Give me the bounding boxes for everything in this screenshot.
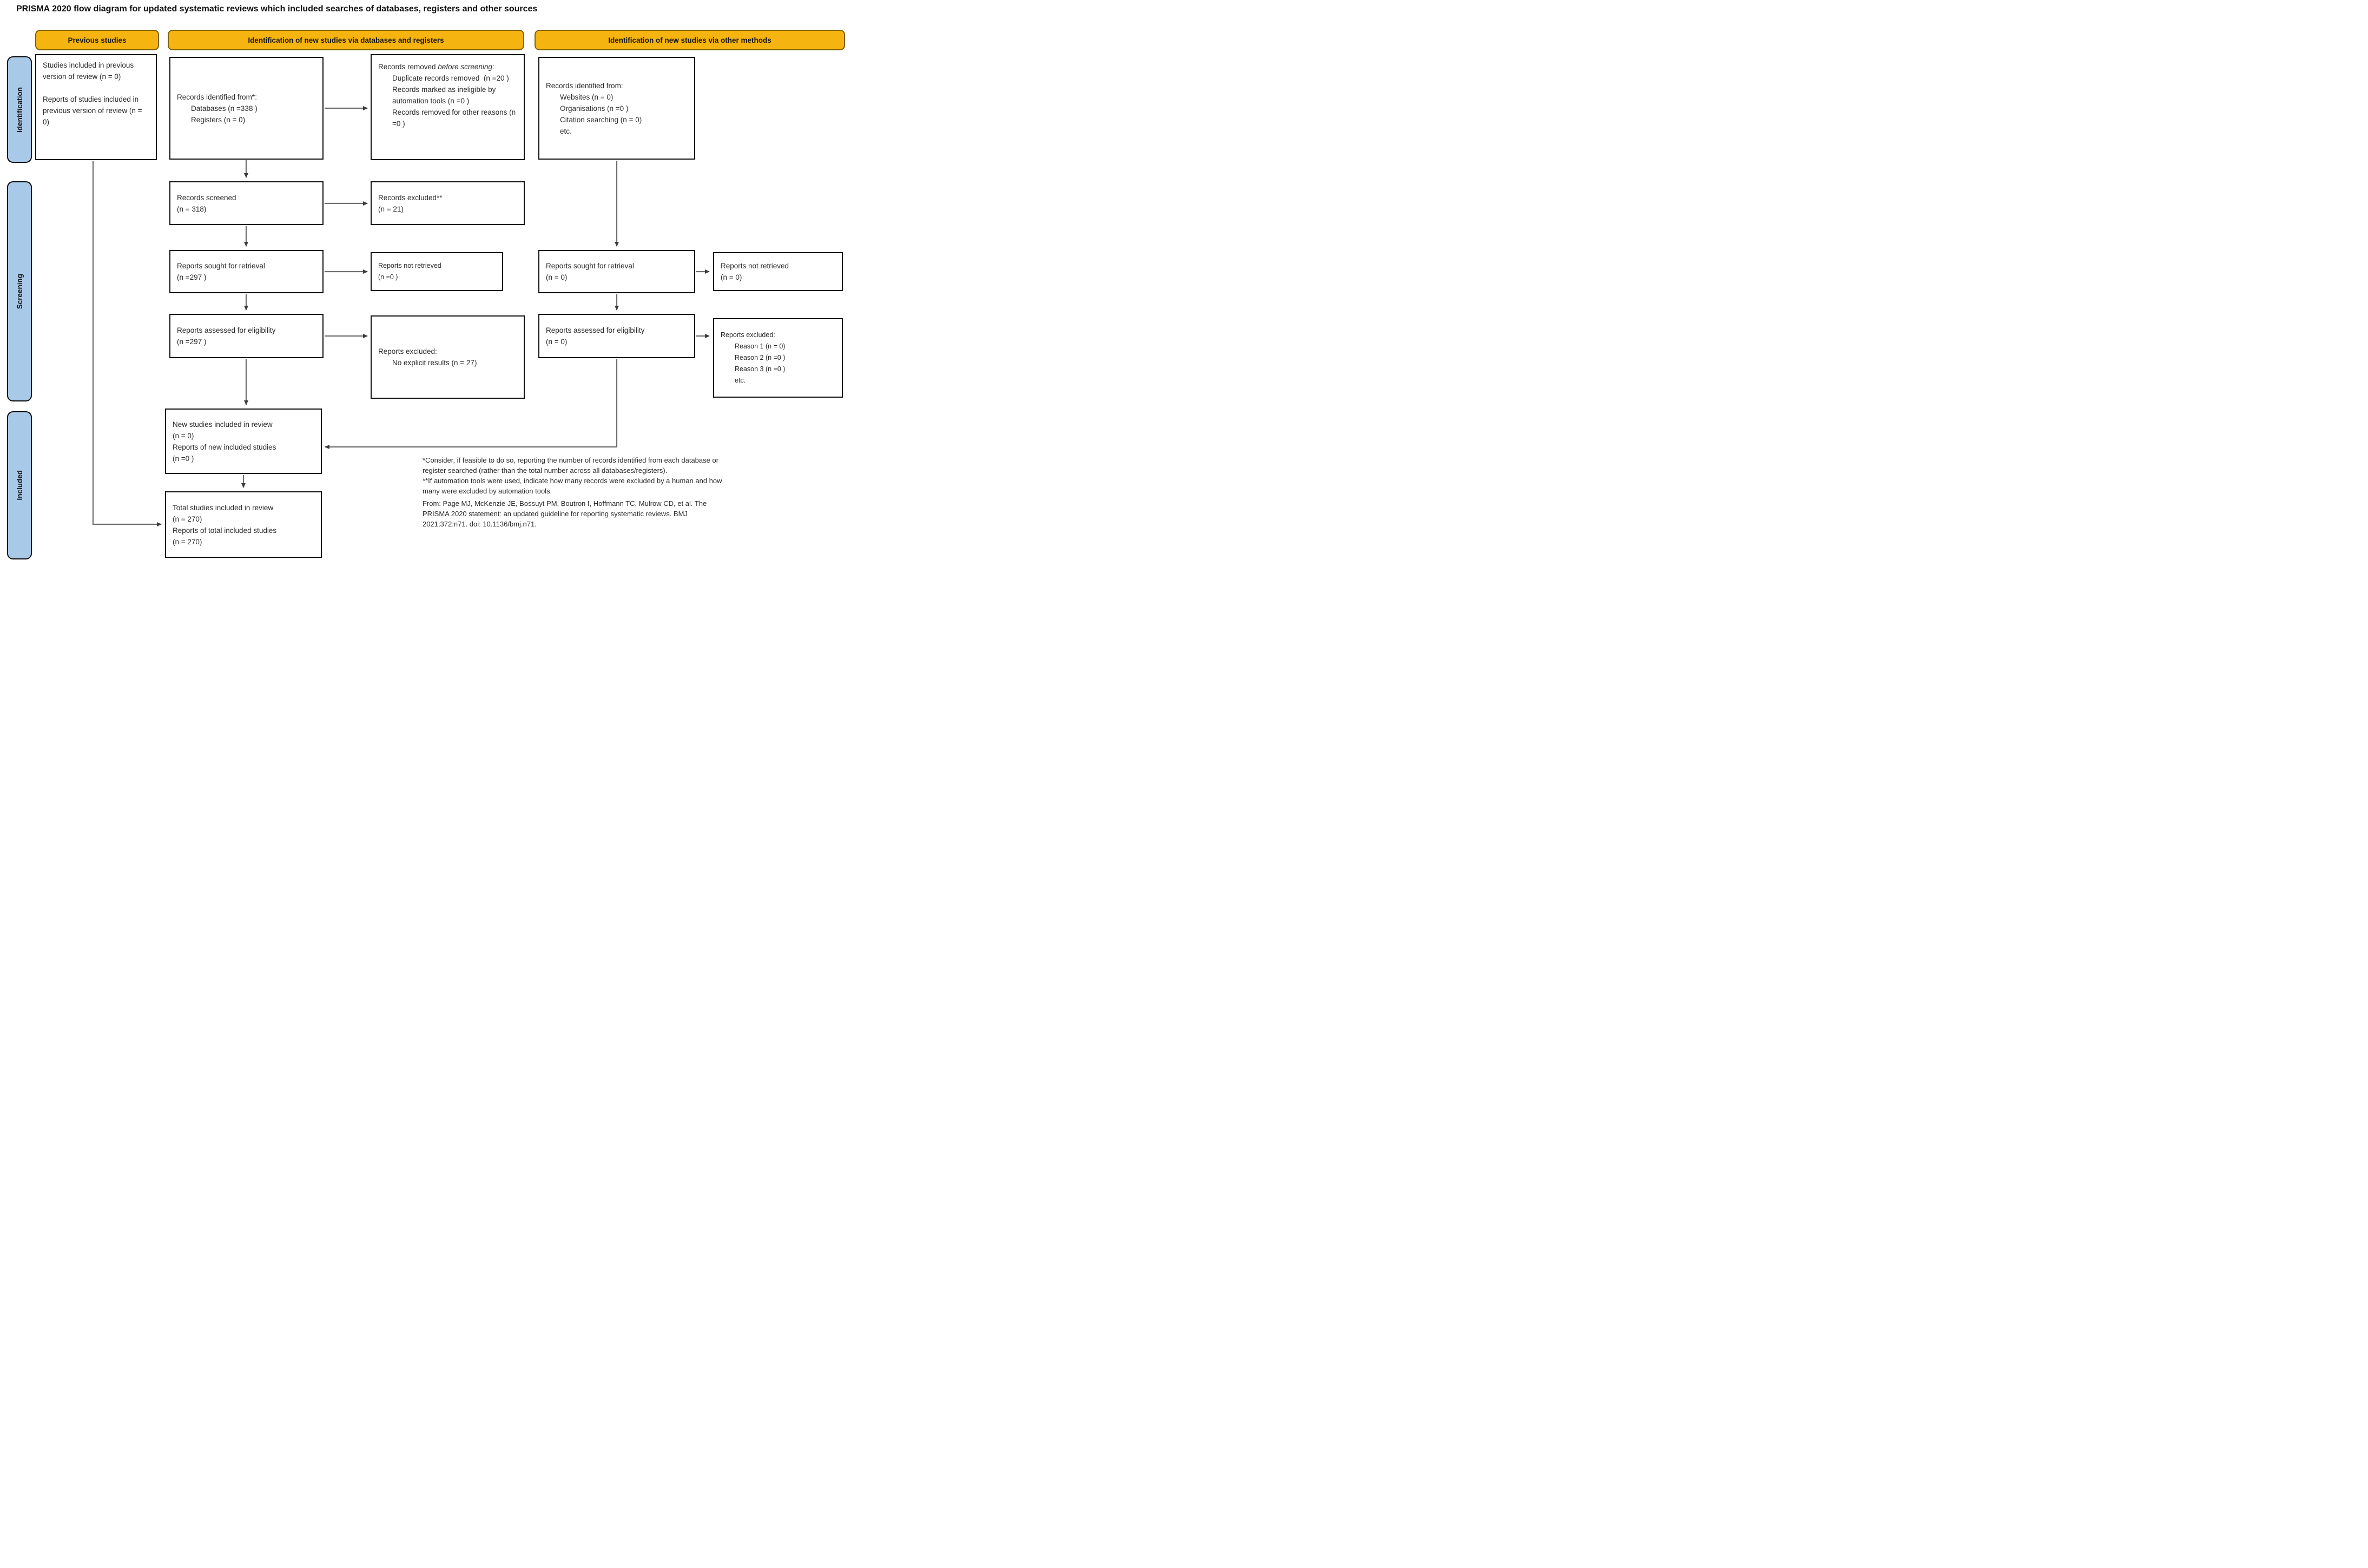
text-line: (n =0 ) [173,454,194,463]
text-line: (n = 0) [721,273,742,281]
text-line: Reports of studies included in previous … [43,95,144,126]
footnote-double-asterisk: **If automation tools were used, indicat… [423,477,722,495]
text-line: Registers (n = 0) [191,115,246,124]
box-records-screened: Records screened (n = 318) [169,181,324,225]
prisma-flow-diagram: PRISMA 2020 flow diagram for updated sys… [0,0,847,563]
box-reports-sought-other: Reports sought for retrieval (n = 0) [538,250,695,293]
text-line: Reports not retrieved [378,262,441,269]
text-line: etc. [560,127,572,135]
text-line: Reports excluded: [721,331,775,339]
text-line: (n =0 ) [378,273,398,281]
text-line: Reports sought for retrieval [177,262,265,270]
text-line: Reason 3 (n =0 ) [735,365,786,373]
text-line: (n = 0) [173,431,194,440]
text-line: Reports assessed for eligibility [546,326,645,334]
text-line: Citation searching (n = 0) [560,115,642,124]
box-reports-excluded-other: Reports excluded: Reason 1 (n = 0) Reaso… [713,318,843,398]
text-line: Websites (n = 0) [560,93,614,101]
text-line: Reports of new included studies [173,443,276,451]
text-line: Records identified from*: [177,93,257,101]
box-total-studies-included: Total studies included in review (n = 27… [165,491,322,558]
text-line: New studies included in review [173,420,273,429]
box-records-excluded: Records excluded** (n = 21) [371,181,525,225]
text-line: (n = 0) [546,338,568,346]
box-records-identified-other: Records identified from: Websites (n = 0… [538,57,695,160]
citation: From: Page MJ, McKenzie JE, Bossuyt PM, … [423,499,707,528]
stage-included: Included [7,411,32,559]
stage-identification: Identification [7,56,32,163]
box-reports-sought-databases: Reports sought for retrieval (n =297 ) [169,250,324,293]
text-line: Records marked as ineligible by automati… [392,85,498,105]
arrow-previous-to-total [92,161,162,526]
stage-label: Identification [15,87,24,133]
text-line: Records removed for other reasons (n =0 … [392,108,518,128]
column-header-previous-studies: Previous studies [35,30,159,50]
box-reports-not-retrieved-other: Reports not retrieved (n = 0) [713,252,843,291]
italic-phrase: before screening [438,63,492,71]
text-line: No explicit results (n = 27) [392,359,477,367]
text-line: Reports sought for retrieval [546,262,634,270]
column-header-new-via-databases: Identification of new studies via databa… [168,30,524,50]
box-reports-not-retrieved-databases: Reports not retrieved (n =0 ) [371,252,503,291]
stage-screening: Screening [7,181,32,401]
page-title: PRISMA 2020 flow diagram for updated sys… [16,4,538,14]
footnote-asterisk: *Consider, if feasible to do so, reporti… [423,456,719,475]
column-header-label: Previous studies [68,36,127,44]
text-line: Records removed before screening: [378,63,494,71]
stage-label: Screening [15,273,24,309]
text-line: Studies included in previous version of … [43,61,136,81]
text-line: Reason 2 (n =0 ) [735,354,786,361]
text-line: (n = 21) [378,205,404,213]
box-new-studies-included: New studies included in review (n = 0) R… [165,409,322,474]
text-line: Total studies included in review [173,503,274,512]
box-reports-assessed-other: Reports assessed for eligibility (n = 0) [538,314,695,358]
text-line: Reason 1 (n = 0) [735,342,786,350]
text-line: (n =297 ) [177,273,207,281]
text-line: Reports not retrieved [721,262,789,270]
box-reports-assessed-databases: Reports assessed for eligibility (n =297… [169,314,324,358]
stage-label: Included [15,470,24,500]
footnotes: *Consider, if feasible to do so, reporti… [423,455,846,496]
box-records-identified-databases: Records identified from*: Databases (n =… [169,57,324,160]
text-line: (n =297 ) [177,338,207,346]
text-line: Reports of total included studies [173,526,277,535]
text-line: Records identified from: [546,81,623,90]
text-line: (n = 318) [177,205,207,213]
text-line: Duplicate records removed (n =20 ) [392,74,509,82]
text-line: (n = 270) [173,537,202,546]
text-line: etc. [735,377,746,384]
text-line: Reports assessed for eligibility [177,326,276,334]
text-line: (n = 270) [173,515,202,523]
text-line: (n = 0) [546,273,568,281]
box-reports-excluded-databases: Reports excluded: No explicit results (n… [371,315,525,399]
text-line: Databases (n =338 ) [191,104,258,113]
column-header-label: Identification of new studies via other … [608,36,771,44]
box-records-removed-before-screening: Records removed before screening: Duplic… [371,54,525,160]
box-studies-included-previous: Studies included in previous version of … [35,54,157,160]
text-line: Records excluded** [378,193,443,202]
text-line: Reports excluded: [378,347,437,355]
text-line: Records screened [177,193,236,202]
column-header-label: Identification of new studies via databa… [248,36,444,44]
text-line: Organisations (n =0 ) [560,104,629,113]
column-header-new-via-other: Identification of new studies via other … [535,30,845,50]
